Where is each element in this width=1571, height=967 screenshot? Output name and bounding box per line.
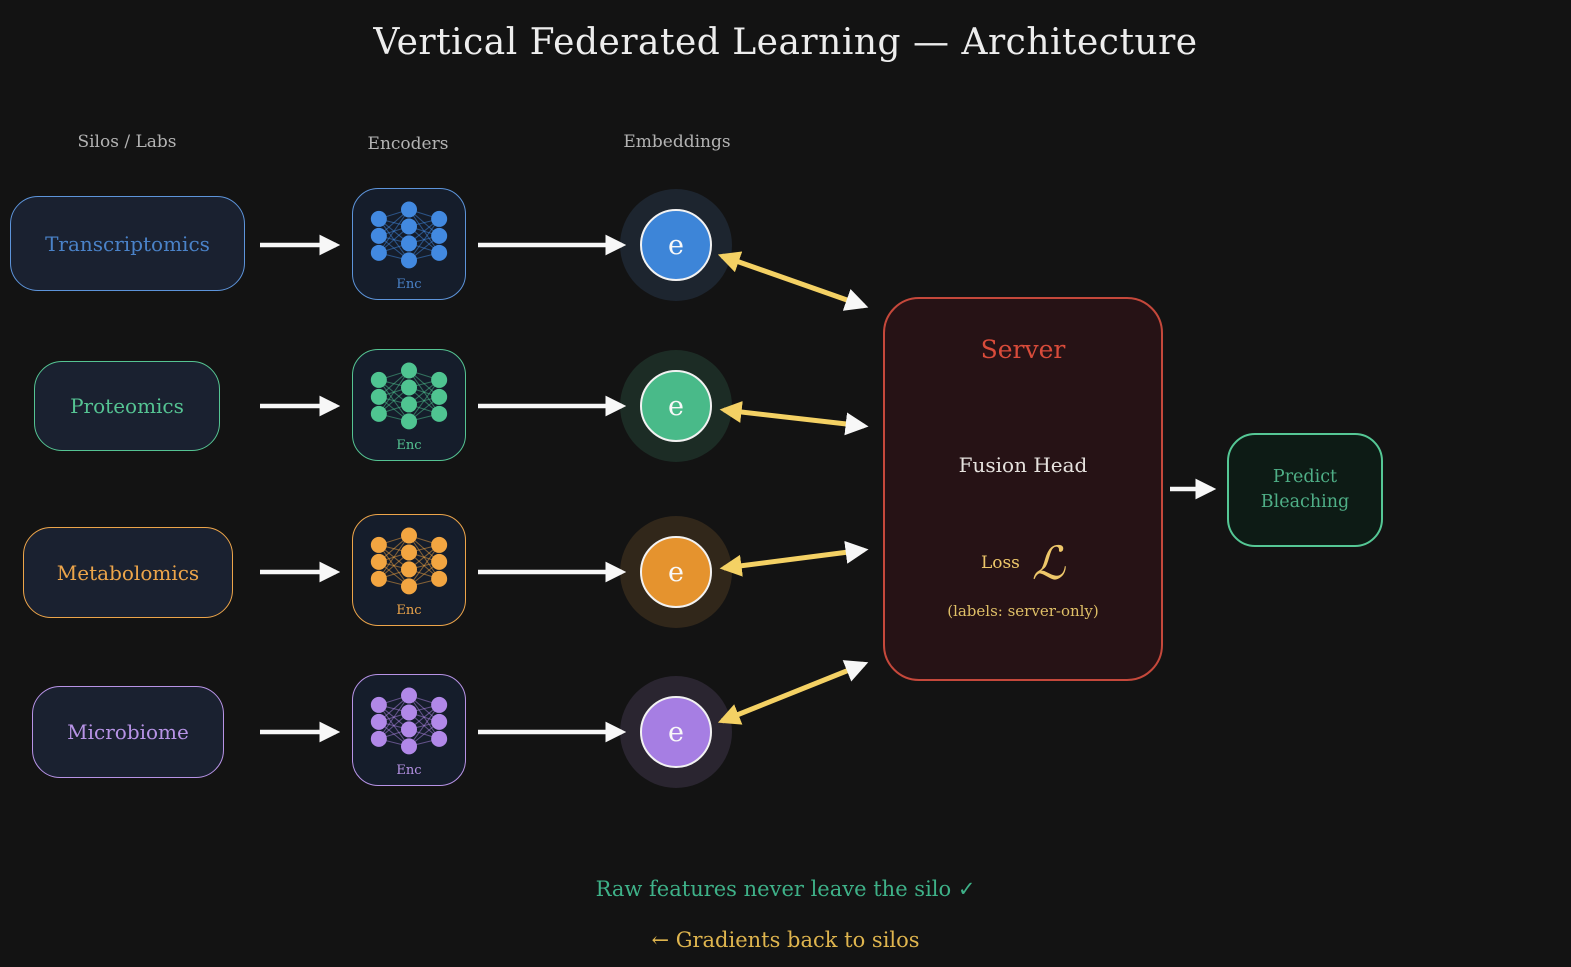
embedding-node-proteomics: e	[640, 370, 712, 442]
embedding-letter: e	[668, 556, 684, 588]
arrow-embedding-server-3	[719, 540, 869, 577]
silo-box-proteomics: Proteomics	[34, 361, 220, 451]
encoder-label: Enc	[396, 277, 422, 292]
loss-row: Loss ℒ	[885, 531, 1161, 595]
labels-note: (labels: server-only)	[947, 602, 1099, 620]
diagram-title: Vertical Federated Learning — Architectu…	[373, 22, 1198, 63]
embedding-node-metabolomics: e	[640, 536, 712, 608]
silo-label: Metabolomics	[56, 560, 200, 585]
silo-box-microbiome: Microbiome	[32, 686, 224, 778]
encoder-box-metabolomics: Enc	[352, 514, 466, 626]
embedding-node-transcriptomics: e	[640, 209, 712, 281]
embedding-letter: e	[668, 716, 684, 748]
loss-label: Loss	[980, 553, 1020, 573]
silo-box-transcriptomics: Transcriptomics	[10, 196, 245, 291]
footer-gradients-note: ← Gradients back to silos	[651, 928, 920, 952]
neural-net-icon	[370, 362, 448, 430]
column-header-embeddings: Embeddings	[623, 132, 731, 152]
predict-bleaching-box: Predict Bleaching	[1227, 433, 1383, 547]
neural-net-icon	[370, 527, 448, 595]
silo-label: Transcriptomics	[45, 231, 210, 256]
footer-privacy-note: Raw features never leave the silo ✓	[595, 877, 976, 901]
encoder-box-transcriptomics: Enc	[352, 188, 466, 300]
encoder-box-microbiome: Enc	[352, 674, 466, 786]
loss-symbol: ℒ	[1031, 536, 1066, 590]
silo-label: Microbiome	[67, 720, 189, 744]
server-box: Server Fusion Head Loss ℒ (labels: serve…	[883, 297, 1163, 681]
silo-label: Proteomics	[70, 394, 184, 418]
arrow-embedding-server-2	[719, 401, 869, 436]
neural-net-icon	[370, 687, 448, 755]
silo-box-metabolomics: Metabolomics	[23, 527, 233, 618]
embedding-node-microbiome: e	[640, 696, 712, 768]
encoder-label: Enc	[396, 438, 422, 453]
encoder-box-proteomics: Enc	[352, 349, 466, 461]
column-header-encoders: Encoders	[367, 134, 449, 154]
neural-net-icon	[370, 201, 448, 269]
embedding-letter: e	[668, 229, 684, 261]
arrow-embedding-server-1	[717, 251, 869, 311]
embedding-letter: e	[668, 390, 684, 422]
predict-line1: Predict	[1272, 466, 1338, 487]
encoder-label: Enc	[396, 763, 422, 778]
arrow-embedding-server-4	[717, 660, 869, 725]
column-header-silos: Silos / Labs	[77, 132, 177, 152]
fusion-head-label: Fusion Head	[958, 453, 1088, 477]
predict-line2: Bleaching	[1260, 492, 1350, 512]
server-title: Server	[980, 335, 1066, 364]
encoder-label: Enc	[396, 603, 422, 618]
